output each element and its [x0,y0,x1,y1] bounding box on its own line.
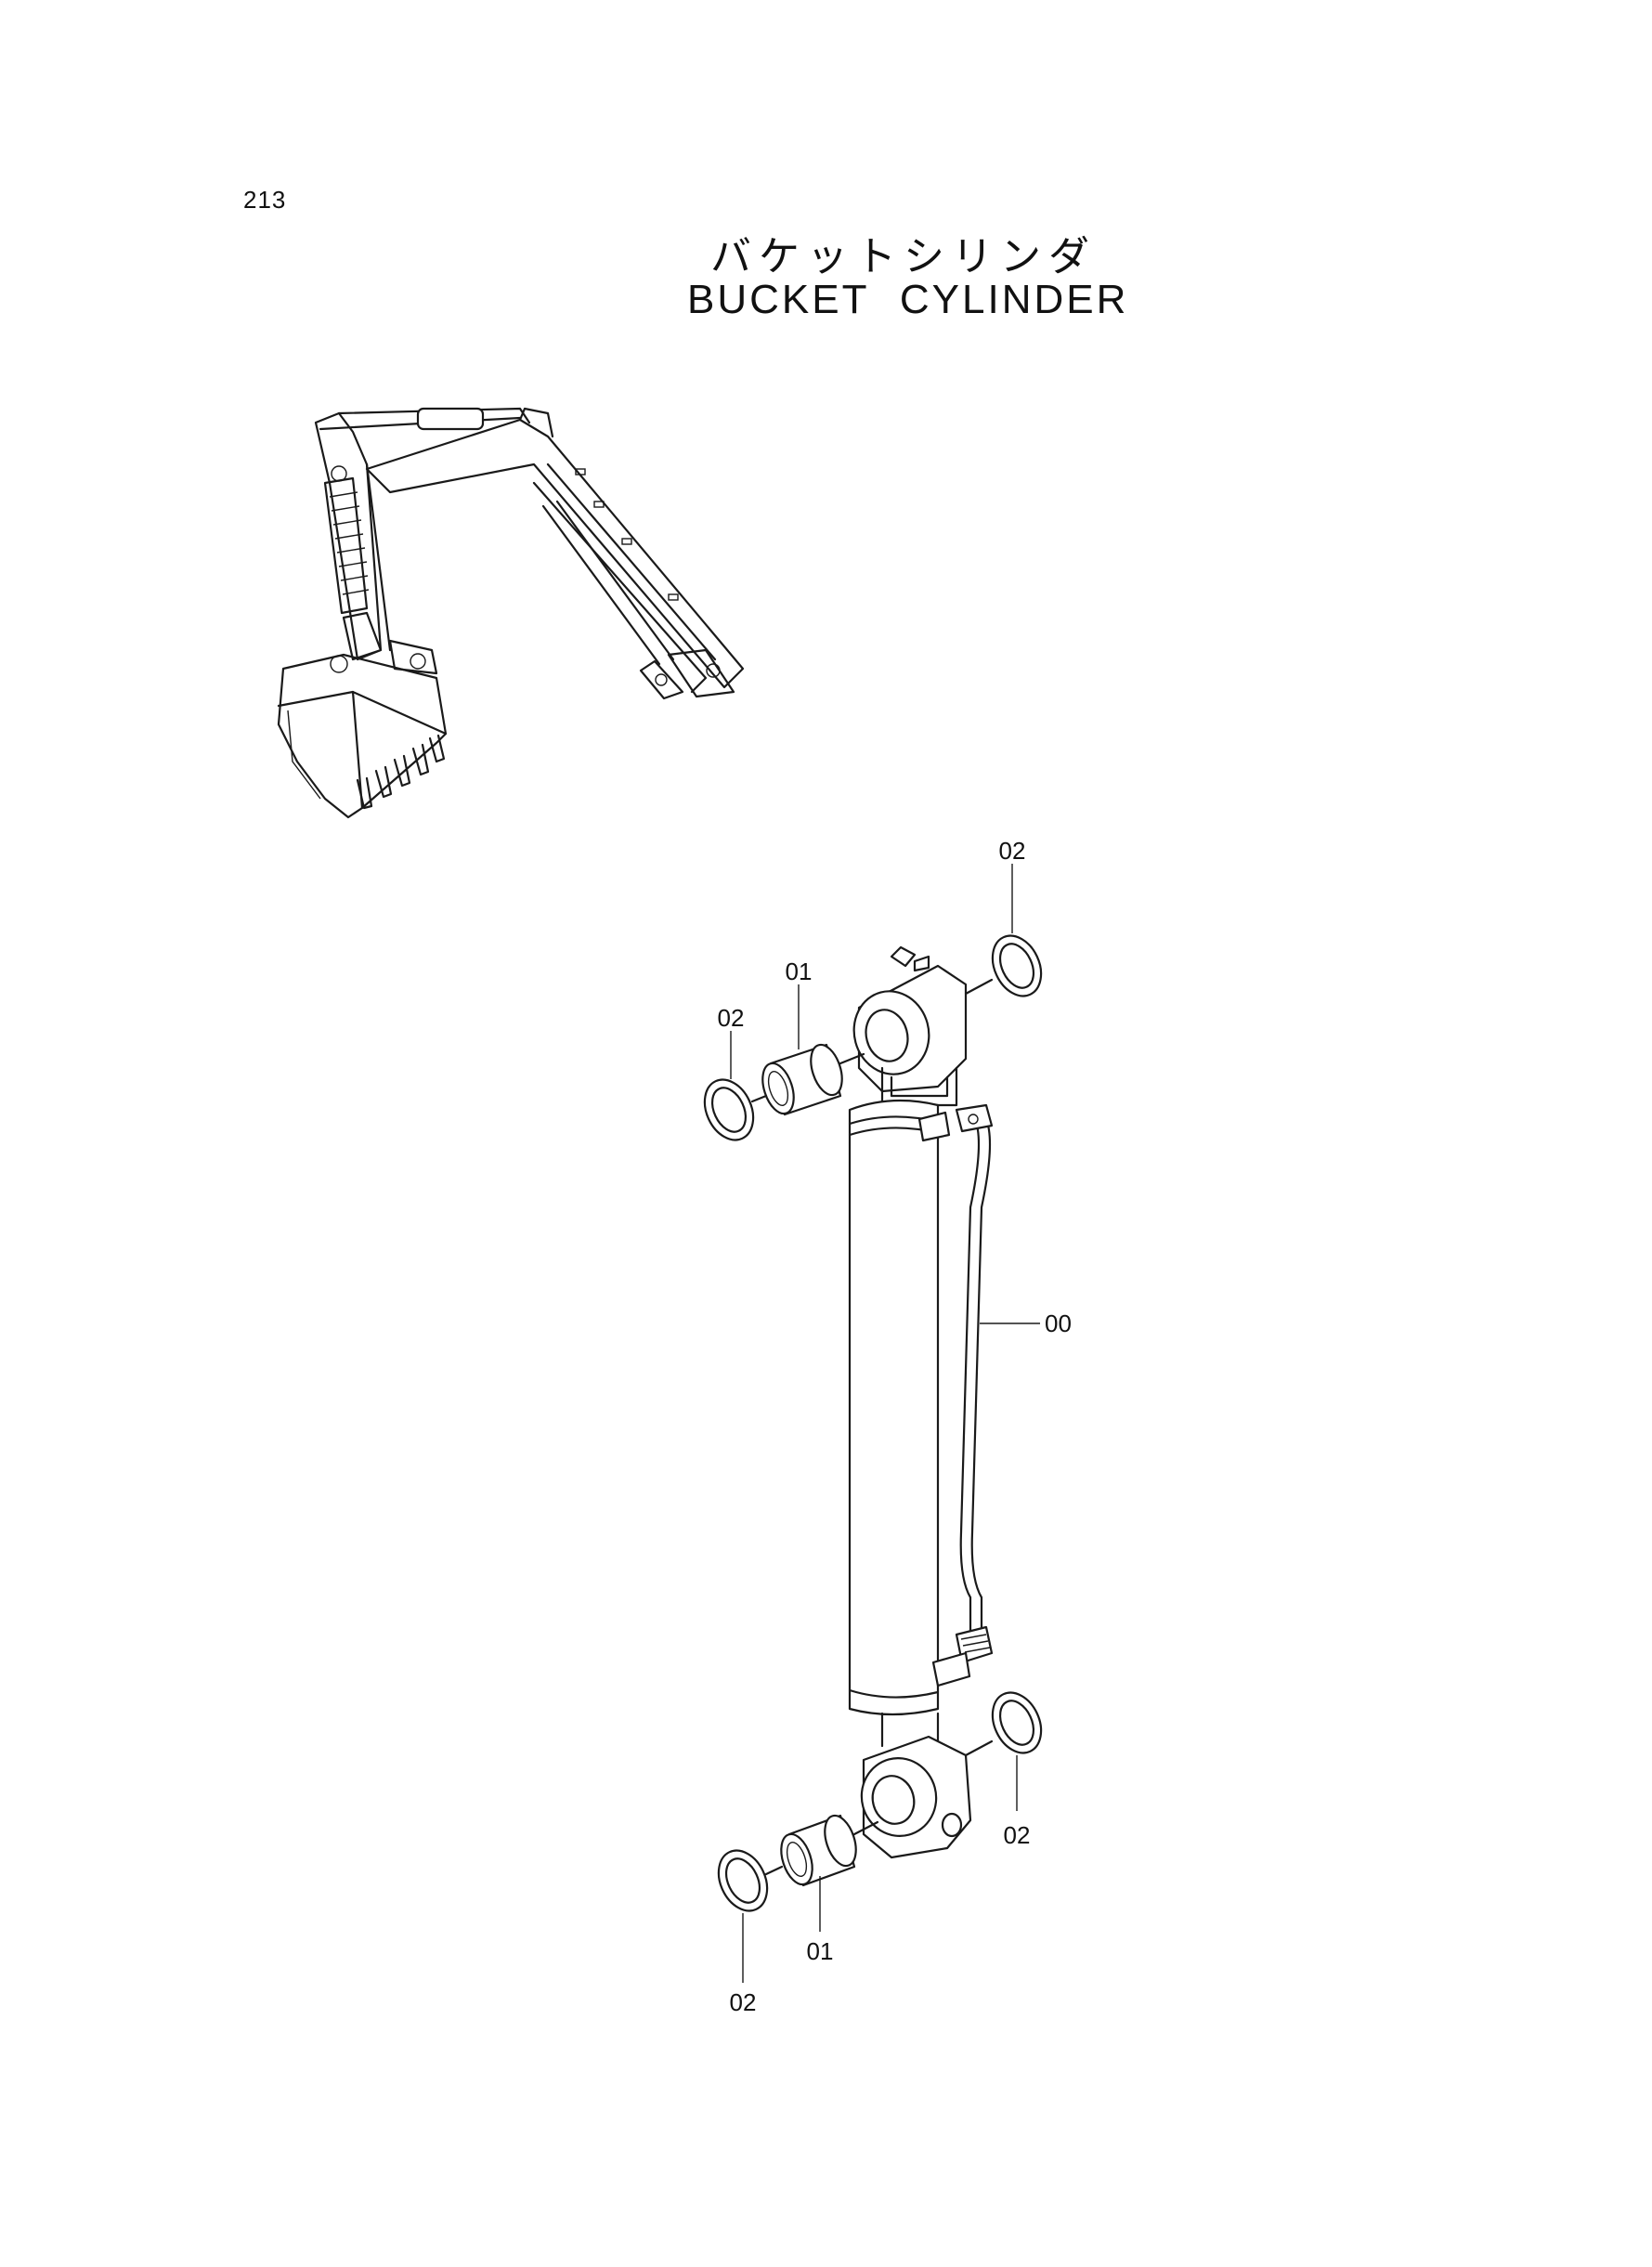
top-bushing-and-seals [703,934,1043,1141]
callout-labels: 02 01 02 00 02 01 02 [718,837,1072,2016]
callout-02-top-left: 02 [718,1004,745,1032]
callout-00-pipe: 00 [1045,1309,1072,1337]
title-english: BUCKET CYLINDER [687,277,1129,322]
leader-lines [730,864,1040,1983]
callout-02-bottom-right: 02 [1004,1821,1031,1849]
bottom-bushing-and-seals [717,1691,1043,1912]
bucket-cylinder-assembly [848,945,994,1859]
callout-02-bottom-left: 02 [730,1988,757,2016]
page-number: 213 [243,186,287,214]
callout-01-top: 01 [786,958,813,985]
callout-02-top-right: 02 [999,837,1026,865]
callout-01-bottom: 01 [807,1937,834,1965]
title-japanese: バケットシリンダ [710,233,1097,280]
excavator-arm-locator-illustration [277,407,745,819]
